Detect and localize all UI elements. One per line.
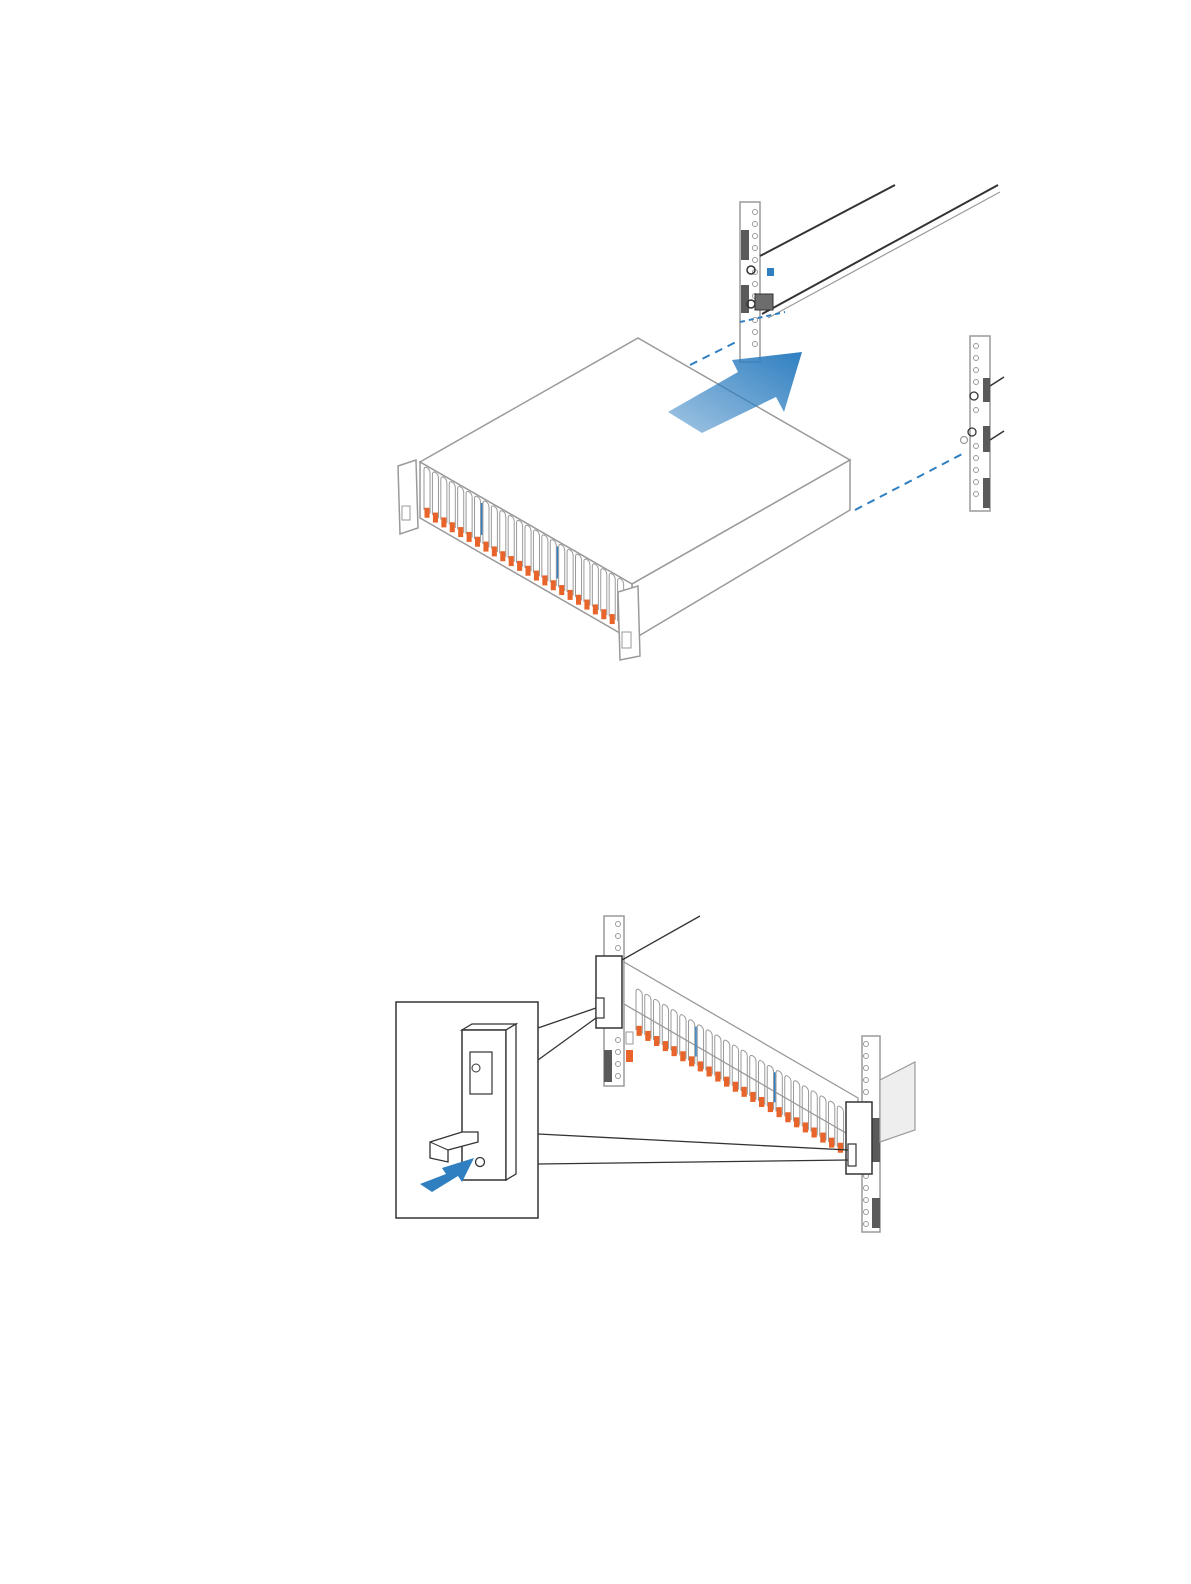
- diagram-svg-bottom: [0, 880, 1191, 1260]
- drive-status-led: [475, 537, 480, 547]
- drive-status-led: [534, 571, 539, 581]
- drive-status-led: [750, 1092, 755, 1102]
- rack-rails-upper: [740, 185, 1000, 322]
- enclosure-ear-right: [846, 1102, 872, 1174]
- drive-status-led: [492, 546, 497, 556]
- drive-status-led: [654, 1036, 659, 1046]
- drive-status-led: [680, 1051, 685, 1061]
- drive-status-led: [559, 585, 564, 595]
- mounted-enclosure: [624, 962, 858, 1153]
- drive-status-led: [637, 1026, 642, 1036]
- drive-status-led: [820, 1133, 825, 1143]
- drive-status-led: [441, 517, 446, 527]
- enclosure-ear-left: [398, 460, 418, 534]
- drive-status-led: [601, 609, 606, 619]
- figure-slide-enclosure-into-rack: [0, 0, 1191, 720]
- drive-status-led: [768, 1102, 773, 1112]
- drive-status-led: [672, 1046, 677, 1056]
- drive-status-led: [542, 575, 547, 585]
- drive-status-led: [759, 1097, 764, 1107]
- drive-status-led: [610, 614, 615, 624]
- drive-status-led: [593, 604, 598, 614]
- enclosure-ear-left: [596, 956, 622, 1028]
- drive-status-led: [526, 566, 531, 576]
- detail-callout: [396, 1002, 538, 1218]
- drive-status-led: [803, 1122, 808, 1132]
- enclosure-side: [880, 1062, 915, 1142]
- drive-status-led: [698, 1061, 703, 1071]
- enclosure-ear-right: [618, 586, 640, 660]
- drive-status-led: [433, 513, 438, 523]
- drive-status-led: [576, 595, 581, 605]
- drive-status-led: [483, 542, 488, 552]
- drive-status-led: [500, 551, 505, 561]
- drive-status-led: [568, 590, 573, 600]
- drive-status-led: [812, 1127, 817, 1137]
- drive-status-led: [425, 508, 430, 518]
- drive-status-led: [733, 1082, 738, 1092]
- drive-status-led: [509, 556, 514, 566]
- drive-status-led: [663, 1041, 668, 1051]
- diagram-svg-top: [0, 0, 1191, 720]
- drive-status-led: [777, 1107, 782, 1117]
- figure-secure-enclosure-ear: [0, 880, 1191, 1260]
- drive-status-led: [707, 1066, 712, 1076]
- drive-status-led: [517, 561, 522, 571]
- drive-status-led: [551, 580, 556, 590]
- drive-status-led: [724, 1077, 729, 1087]
- drive-status-led: [689, 1056, 694, 1066]
- drive-status-led: [467, 532, 472, 542]
- drive-status-led: [458, 527, 463, 537]
- drive-status-led: [794, 1117, 799, 1127]
- drive-status-led: [645, 1031, 650, 1041]
- drive-status-led: [838, 1143, 843, 1153]
- drive-status-led: [829, 1138, 834, 1148]
- rail-tab-marker: [767, 268, 774, 276]
- rack-post-rear: [961, 336, 1005, 511]
- drive-status-led: [584, 600, 589, 610]
- drive-status-led: [742, 1087, 747, 1097]
- drive-status-led: [715, 1072, 720, 1082]
- rack-post-front: [740, 202, 760, 362]
- drive-status-led: [450, 522, 455, 532]
- drive-status-led: [785, 1112, 790, 1122]
